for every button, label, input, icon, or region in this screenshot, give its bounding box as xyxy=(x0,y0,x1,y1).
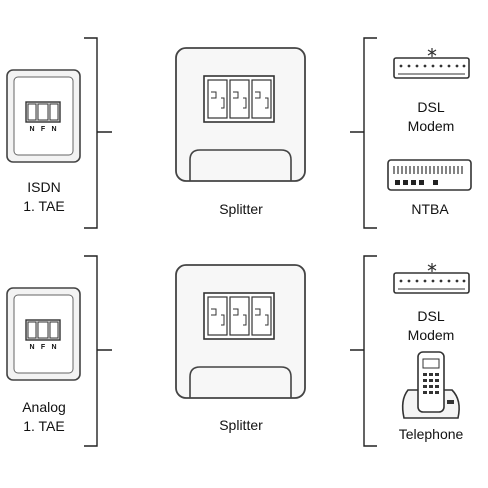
splitter-icon xyxy=(175,47,306,182)
socket-letter: N xyxy=(51,344,56,351)
tae-caption-line1: Analog xyxy=(22,399,66,415)
device-label: DSL xyxy=(417,308,444,324)
socket-letter: N xyxy=(29,126,34,133)
ntba-icon xyxy=(387,159,472,191)
device-label: DSL xyxy=(417,99,444,115)
dsl-modem-icon xyxy=(393,263,470,294)
splitter-icon xyxy=(175,264,306,399)
device-label-line2: Modem xyxy=(408,327,455,343)
bracket-left xyxy=(84,37,112,229)
bracket-right xyxy=(350,255,377,447)
tae-socket-icon: N F N xyxy=(6,69,81,163)
socket-letter: F xyxy=(41,344,46,351)
row-analog: N F N Analog 1. TAE Splitter xyxy=(6,255,470,447)
splitter-label: Splitter xyxy=(219,201,263,217)
bracket-right xyxy=(350,37,377,229)
device-label: Telephone xyxy=(399,426,464,442)
device-label-line2: Modem xyxy=(408,118,455,134)
telephone-icon xyxy=(401,351,460,419)
device-label: NTBA xyxy=(411,201,449,217)
tae-caption-line2: 1. TAE xyxy=(23,418,65,434)
row-isdn: N F N ISDN 1. TAE Splitter xyxy=(6,37,472,229)
tae-socket-icon: N F N xyxy=(6,287,81,381)
socket-letter: N xyxy=(29,344,34,351)
tae-caption-line2: 1. TAE xyxy=(23,198,65,214)
socket-letter: F xyxy=(41,126,46,133)
socket-letter: N xyxy=(51,126,56,133)
tae-caption-line1: ISDN xyxy=(27,179,60,195)
splitter-label: Splitter xyxy=(219,417,263,433)
dsl-modem-icon xyxy=(393,48,470,79)
bracket-left xyxy=(84,255,112,447)
